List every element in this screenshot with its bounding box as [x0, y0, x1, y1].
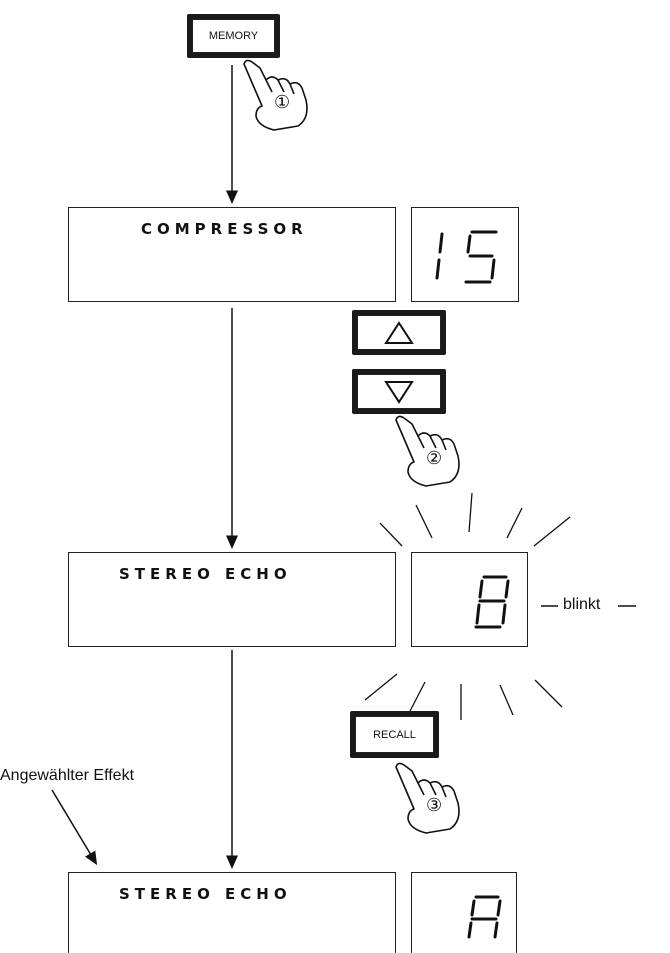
- effect-name-3: STEREO ECHO: [119, 885, 292, 903]
- blinkt-label: blinkt: [563, 596, 600, 614]
- step-1-marker: ①: [274, 92, 290, 113]
- program-number-display-2: [411, 552, 528, 647]
- seven-segment-15-icon: [412, 208, 518, 301]
- effect-display-1: COMPRESSOR: [68, 207, 396, 302]
- recall-button-label: RECALL: [355, 716, 434, 753]
- seven-segment-8-icon: [412, 553, 527, 646]
- step-2-marker: ②: [426, 448, 442, 469]
- selected-effect-arrow: [52, 790, 94, 860]
- effect-name-1: COMPRESSOR: [141, 220, 308, 238]
- program-number-display-1: [411, 207, 519, 302]
- effect-display-2: STEREO ECHO: [68, 552, 396, 647]
- memory-button[interactable]: MEMORY: [187, 14, 280, 58]
- seven-segment-8-icon: [412, 873, 516, 943]
- effect-display-3: STEREO ECHO: [68, 872, 396, 953]
- selected-effect-label: Angewählter Effekt: [0, 767, 134, 785]
- step-3-marker: ③: [426, 795, 442, 816]
- up-button[interactable]: [352, 310, 446, 355]
- effect-name-2: STEREO ECHO: [119, 565, 292, 583]
- down-arrow-button-icon: [384, 380, 414, 404]
- up-arrow-button-icon: [384, 321, 414, 345]
- memory-button-label: MEMORY: [192, 19, 275, 53]
- down-button[interactable]: [352, 369, 446, 414]
- program-number-display-3: [411, 872, 517, 953]
- recall-button[interactable]: RECALL: [350, 711, 439, 758]
